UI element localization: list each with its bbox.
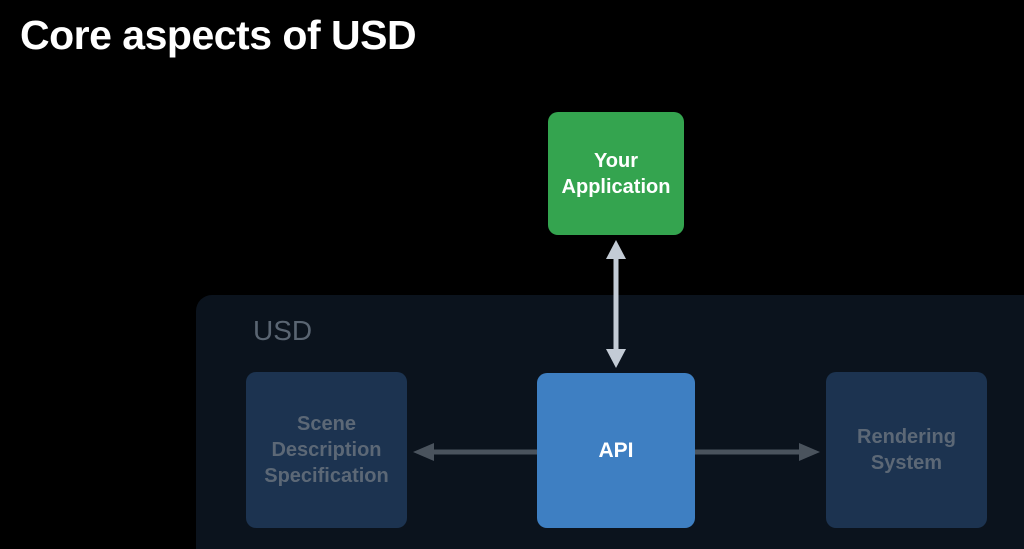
rendering-system-label: Rendering System — [857, 426, 956, 474]
your-application-box: Your Application — [548, 112, 684, 235]
api-box: API — [537, 373, 695, 528]
scene-description-specification-label: Scene Description Specification — [264, 413, 389, 487]
api-label: API — [598, 438, 634, 462]
rendering-system-box: Rendering System — [826, 372, 987, 528]
usd-panel-label: USD — [253, 315, 313, 346]
scene-description-specification-box: Scene Description Specification — [246, 372, 407, 528]
your-application-label: Your Application — [561, 149, 671, 198]
slide-title: Core aspects of USD — [20, 12, 417, 58]
